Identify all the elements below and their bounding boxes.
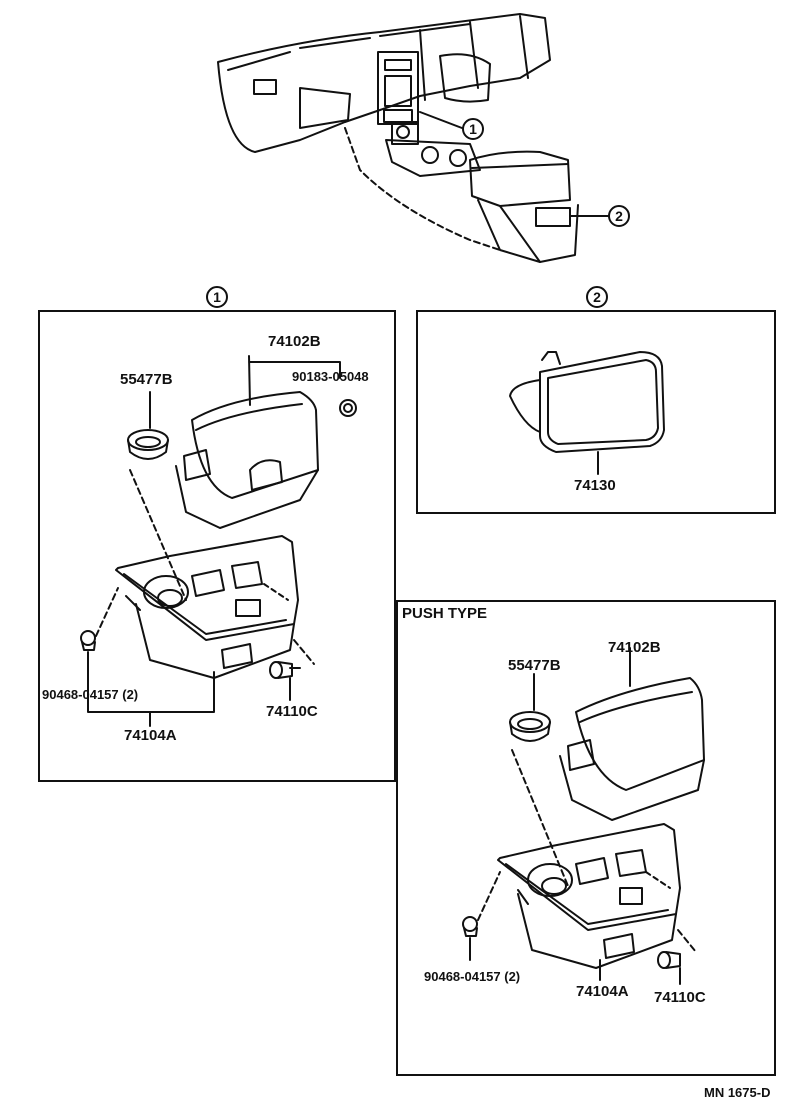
diagram-code: MN 1675-D	[704, 1085, 771, 1100]
panel2-drawings	[509, 351, 665, 475]
callout-2-overview: 2	[608, 205, 630, 227]
part-74110C: 74110C	[266, 703, 318, 720]
panel3-frame	[396, 600, 776, 1076]
part-55477B: 55477B	[120, 371, 173, 388]
part-55477B-push: 55477B	[508, 657, 561, 674]
panel1-frame	[38, 310, 396, 782]
part-74104A: 74104A	[124, 727, 177, 744]
dashboard-overview-drawing	[217, 13, 609, 263]
part-74104A-push: 74104A	[576, 983, 629, 1000]
panel2-frame	[416, 310, 776, 514]
panel3-title: PUSH TYPE	[402, 605, 488, 622]
part-90183-05048: 90183-05048	[292, 369, 369, 384]
panel2-callout: 2	[586, 286, 608, 308]
part-90468-04157-push: 90468-04157 (2)	[424, 969, 521, 984]
panel3-drawings	[462, 647, 705, 985]
part-74110C-push: 74110C	[654, 989, 706, 1006]
panel1-drawings	[80, 355, 357, 727]
callout-1-overview: 1	[462, 118, 484, 140]
panel1-callout: 1	[206, 286, 228, 308]
part-90468-04157: 90468-04157 (2)	[42, 687, 139, 702]
part-74102B-push: 74102B	[608, 639, 661, 656]
part-74130: 74130	[574, 477, 616, 494]
part-74102B: 74102B	[268, 333, 321, 350]
